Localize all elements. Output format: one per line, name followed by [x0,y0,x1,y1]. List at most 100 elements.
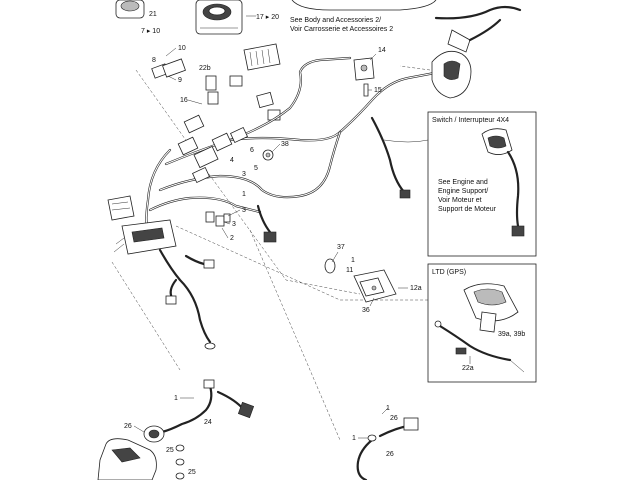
callout-8: 8 [152,57,156,64]
note-body-line2: Voir Carrosserie et Accessoires 2 [290,26,393,33]
callout-26a: 26 [124,423,132,430]
note-engine-line3: Voir Moteur et [438,197,482,204]
callout-6: 6 [250,147,254,154]
connector-small-left [165,295,177,305]
leader-dash-ecm-4 [205,169,361,295]
leader-dash-ecm-2 [175,225,440,301]
harness-drop-connector [256,204,272,234]
callout-15: 15 [374,87,382,94]
gps-wire-end [509,359,525,373]
leader-9 [167,75,177,81]
part-26-socket [143,425,165,443]
callout-24: 24 [204,419,212,426]
part-15-screw [363,83,369,97]
harness-connectors-center [177,114,248,184]
harness-down-left [158,248,212,344]
connector-ecm-right [203,259,215,269]
leader-38 [271,143,281,153]
callout-5: 5 [254,165,258,172]
callout-1c: 1 [174,395,178,402]
harness-lower-left [160,379,255,434]
leader-dash-ecm-3 [249,229,341,441]
switch-wire [506,150,520,228]
part-ecm-module [113,219,177,255]
callout-1e: 1 [386,405,390,412]
leader-37 [331,251,339,263]
callout-37: 37 [337,244,345,251]
callout-26b: 26 [390,415,398,422]
callout-3a: 3 [242,171,246,178]
leader-36 [369,297,375,307]
callout-25: 25 [166,447,174,454]
part-25-clip [175,444,185,480]
callout-1b: 1 [351,257,355,264]
callout-36: 36 [362,307,370,314]
gauge-housing-outline [291,0,437,11]
leader-dash-ecm-1 [111,261,181,371]
leader-26a [133,425,145,433]
callout-25b: 25 [188,469,196,476]
callout-22a: 22a [462,365,474,372]
leader-14 [369,53,377,61]
gps-ltd-box: LTD (GPS) 39a, 39b 22a [427,263,537,383]
callout-21: 21 [149,11,157,18]
harness-branch-engine [370,116,406,194]
small-connectors-2-3 [205,211,231,227]
callout-2: 2 [230,235,234,242]
drop-connector [263,231,277,243]
gps-box-title: LTD (GPS) [432,269,466,276]
leader-16 [187,99,203,105]
switch-4x4-part [481,128,513,155]
part-housing-bottom [97,438,157,480]
note-engine-line4: Support de Moteur [438,206,497,213]
callout-1a: 1 [242,191,246,198]
connector-end-left [204,342,216,350]
leader-10 [165,47,177,57]
harness-branch-small [169,278,178,300]
leader-26b [381,407,389,415]
gps-unit [463,283,519,333]
leader-dash-switch [399,65,431,71]
relay-parts [229,75,281,121]
upper-harness-branch [434,5,522,20]
note-engine-line2: Engine Support/ [438,188,488,195]
leader-2-3 [221,209,241,239]
callout-11: 11 [346,267,353,274]
switch-box-title: Switch / Interrupteur 4X4 [432,117,509,124]
gps-connector-b [455,347,467,355]
part-22b-fuse [205,75,219,105]
leader-switch-box [383,139,429,143]
part-21-grommet [115,0,145,19]
part-37-grommet [324,258,336,274]
part-ecm-bracket [107,195,135,221]
gps-connector-a [434,320,442,328]
note-engine-line1: See Engine and [438,179,488,186]
callout-16: 16 [180,97,188,104]
callout-22b: 22b [199,65,211,72]
part-38-grommet [262,149,274,161]
callout-14: 14 [378,47,386,54]
switch-connector [511,225,525,237]
part-14-bracket [353,57,375,81]
callout-7-10: 7 ▸ 10 [141,28,160,35]
callout-3c: 3 [232,221,236,228]
callout-10: 10 [178,45,186,52]
callout-26c: 26 [386,451,394,458]
callout-17-20: 17 ▸ 20 [256,14,279,21]
handlebar-switch-assembly [431,18,502,99]
callout-12a: 12a [410,285,422,292]
callout-3b: 3 [242,207,246,214]
harness-lower-right [356,417,419,480]
callout-1d: 1 [352,435,356,442]
engine-connector [399,189,411,199]
connector-block-top [243,43,281,71]
callout-38: 38 [281,141,289,148]
part-17-20-gauge [195,0,243,35]
harness-ecm-right [184,254,206,266]
callout-9: 9 [178,77,182,84]
note-body-line1: See Body and Accessories 2/ [290,17,381,24]
callout-39: 39a, 39b [498,331,525,338]
part-12a-bracket [353,269,397,303]
